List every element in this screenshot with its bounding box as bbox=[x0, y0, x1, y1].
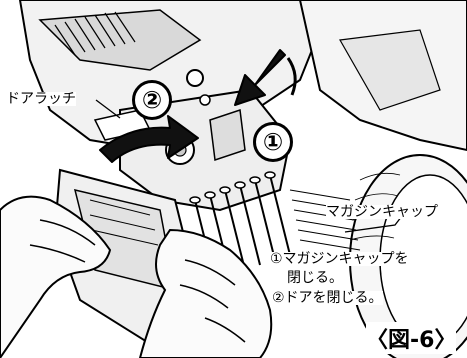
instruction-step1-line1: ①マガジンキャップを bbox=[270, 251, 409, 267]
step-2-marker: ② bbox=[132, 80, 172, 120]
door-latch-label: ドアラッチ bbox=[6, 91, 76, 107]
instruction-step2: ②ドアを閉じる。 bbox=[272, 290, 383, 306]
figure-caption: 〈図-6〉 bbox=[366, 322, 457, 354]
instruction-step1-line2: 閉じる。 bbox=[287, 270, 343, 286]
step-1-marker: ① bbox=[253, 122, 293, 162]
magazine-cap-label: マガジンキャップ bbox=[326, 204, 438, 220]
